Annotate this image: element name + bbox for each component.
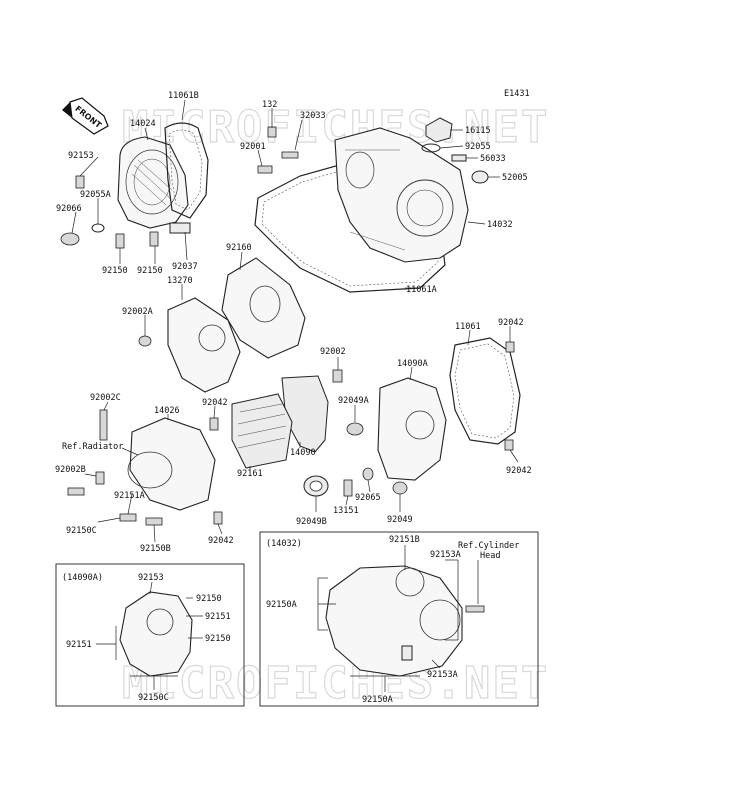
label-11061: 11061 [455,322,481,332]
plate-13270 [138,297,241,393]
watermark-bottom: MICROFICHES.NET [122,658,549,709]
label-92151A: 92151A [114,491,145,501]
label-92161: 92161 [237,469,263,479]
inset-14090A-title: (14090A) [62,573,103,583]
inset-label-head: Head [480,551,500,561]
oil-cap-16115 [257,117,489,184]
label-14032: 14032 [487,220,513,230]
label-92049A: 92049A [338,396,369,406]
diagram-code: E1431 [504,89,530,99]
plate-14090 [281,369,364,453]
label-92160: 92160 [226,243,252,253]
label-92049: 92049 [387,515,413,525]
label-13270: 13270 [167,276,193,286]
gasket-11061 [449,337,521,445]
label-92042-a: 92042 [498,318,524,328]
inset-left-label-92150C: 92150C [138,693,169,703]
radiator-grille-92161 [231,393,293,469]
label-92055: 92055 [465,142,491,152]
inset-14090A: (14090A) 92153 92150 92151 92150 92151 9… [55,563,245,707]
label-14090A: 14090A [397,359,428,369]
label-92042-c: 92042 [506,466,532,476]
inset-left-label-92150-b: 92150 [205,634,231,644]
label-92037: 92037 [172,262,198,272]
label-56033: 56033 [480,154,506,164]
label-92049B: 92049B [296,517,327,527]
inset-14032-title: (14032) [266,539,302,549]
label-92150C: 92150C [66,526,97,536]
inset-label-92153A-top: 92153A [430,550,461,560]
label-92055A: 92055A [80,190,111,200]
label-11061B: 11061B [168,91,199,101]
label-92150-a: 92150 [102,266,128,276]
label-92150-b: 92150 [137,266,163,276]
inset-label-92151B: 92151B [389,535,420,545]
label-132: 132 [262,100,277,110]
inset-left-label-92151-a: 92151 [205,612,231,622]
label-92002A: 92002A [122,307,153,317]
leader-lines [71,99,519,543]
label-14090: 14090 [290,448,316,458]
label-92153: 92153 [68,151,94,161]
water-pump-cover-14026 [67,409,223,526]
label-52005: 52005 [502,173,528,183]
label-92001: 92001 [240,142,266,152]
label-14024: 14024 [130,119,156,129]
inset-label-ref-cylinder: Ref.Cylinder [458,541,519,551]
inset-14032: (14032) 92151B Ref.Cylinder Head 92153A … [259,531,539,707]
label-92042-b: 92042 [202,398,228,408]
label-16115: 16115 [465,126,491,136]
gasket-11061B [164,122,209,219]
engine-cover-14032 [334,127,469,263]
inset-left-label-92153: 92153 [138,573,164,583]
label-ref-radiator: Ref.Radiator [62,442,123,452]
inset-left-label-92151-b: 92151 [66,640,92,650]
inset-label-92150A-left: 92150A [266,600,297,610]
watermark-top: MICROFICHES.NET [122,102,549,153]
label-11061A: 11061A [406,285,437,295]
label-92065: 92065 [355,493,381,503]
label-32033: 32033 [300,111,326,121]
label-92066: 92066 [56,204,82,214]
label-92002B: 92002B [55,465,86,475]
label-13151: 13151 [333,506,359,516]
part-labels: 14024 11061B 132 32033 16115 92055 56033… [55,91,532,554]
label-14026: 14026 [154,406,180,416]
seals-lower-middle [303,467,408,497]
inset-label-92150A-bottom: 92150A [362,695,393,705]
inset-left-label-92150-a: 92150 [196,594,222,604]
label-92042-d: 92042 [208,536,234,546]
front-arrow-icon: FRONT [62,97,109,135]
label-92150B: 92150B [140,544,171,554]
label-92002C: 92002C [90,393,121,403]
label-92002: 92002 [320,347,346,357]
inset-label-92153A-bottom: 92153A [427,670,458,680]
